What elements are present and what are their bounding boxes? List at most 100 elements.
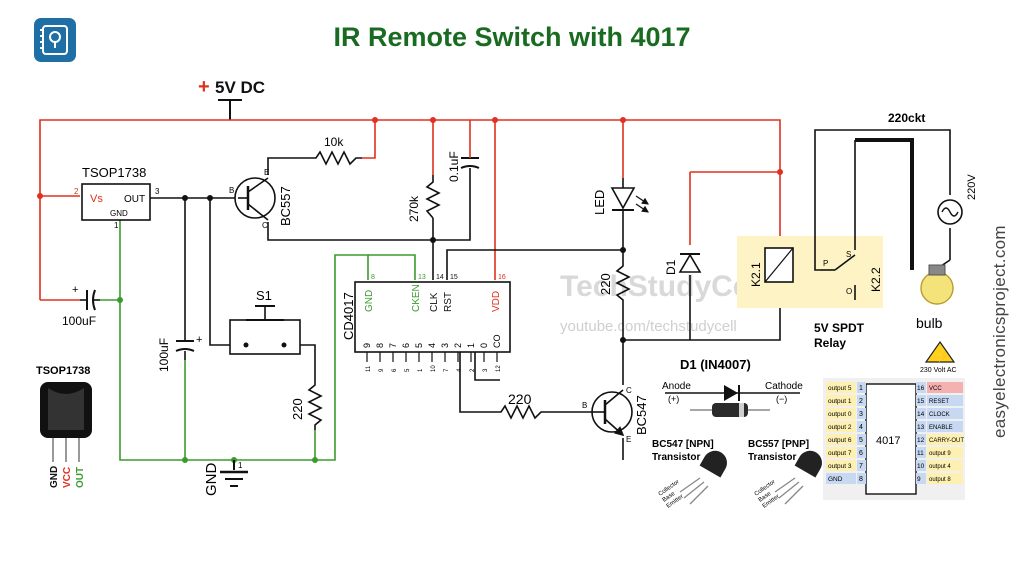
tsop-pin-gnd: GND <box>110 209 128 218</box>
tsop-pin3-num: 3 <box>155 187 160 196</box>
pinout-left-label: GND <box>828 476 843 483</box>
bulb-icon <box>920 271 954 305</box>
bulb-label: bulb <box>916 315 943 331</box>
pinout-right-label: CLOCK <box>929 412 950 418</box>
pinout-right-label-bg <box>927 447 963 458</box>
r270k-label: 270k <box>407 195 421 222</box>
watermark-url: youtube.com/techstudycell <box>560 318 737 335</box>
pinout-left-num-bg <box>857 421 866 432</box>
pinout-right-num: 15 <box>917 398 925 405</box>
relay-coil-label: K2.1 <box>749 262 763 287</box>
svg-text:⚡: ⚡ <box>936 350 948 363</box>
npn-sub: Transistor <box>652 452 700 463</box>
pinout-right-num-bg <box>916 408 926 419</box>
pinout-left-num: 8 <box>859 476 863 483</box>
pinout-right-label-bg <box>927 473 963 484</box>
tsop-pinout-name: TSOP1738 <box>36 365 90 377</box>
relay-o-label: O <box>846 287 852 296</box>
q1-name: BC557 <box>278 186 293 226</box>
tsop-pin-vs: Vs <box>90 193 103 205</box>
led-symbol <box>610 187 636 210</box>
relay-highlight <box>737 236 883 308</box>
ic-top-pin-label: CKEN <box>411 284 422 312</box>
q1-b-label: B <box>229 186 234 195</box>
q2-name: BC547 <box>634 395 649 435</box>
pnp-sub: Transistor <box>748 452 796 463</box>
relay-s-label: S <box>846 250 851 259</box>
ic-top-pin-label: CLK <box>429 292 440 312</box>
pinout-right-label-bg <box>927 460 963 471</box>
warning-text: 230 Volt AC <box>920 367 957 374</box>
tsop-pin1-num: 1 <box>114 221 119 230</box>
q2-b-label: B <box>582 401 587 410</box>
d1-label: D1 <box>664 259 678 275</box>
ic-name: CD4017 <box>341 292 356 340</box>
ic-bottom-pin-num: 7 <box>444 368 450 372</box>
svg-text:+: + <box>196 334 202 346</box>
tsop-pinout-pin: VCC <box>62 467 73 488</box>
pinout-right-num: 13 <box>917 424 925 431</box>
pinout-right-num: 10 <box>917 463 925 470</box>
ic-bottom-output: 3 <box>440 343 450 348</box>
pinout-right-num: 11 <box>917 450 924 457</box>
q1-c-label: C <box>262 221 268 230</box>
vcc-wires <box>39 119 781 301</box>
pinout-right-num: 14 <box>917 411 925 418</box>
pinout-left-num: 3 <box>859 411 863 418</box>
pinout-left-num: 6 <box>859 450 863 457</box>
d1-anode-sign: (+) <box>668 394 679 404</box>
led-label: LED <box>592 190 607 215</box>
pinout-left-label: output 5 <box>828 385 852 392</box>
ac-voltage: 220V <box>966 174 978 200</box>
pinout-left-num-bg <box>857 434 866 445</box>
tsop-body <box>81 183 151 221</box>
pinout-left-label-bg <box>826 421 856 432</box>
gnd-pin-number: 1 <box>238 461 243 470</box>
pinout-left-num: 2 <box>859 398 863 405</box>
ic-top-pin-label: GND <box>364 290 375 312</box>
ic-top-pin-num: 16 <box>498 274 506 281</box>
c1-label: 100uF <box>62 314 96 328</box>
signal-wires <box>150 157 781 460</box>
tsop-pin2-num: 2 <box>74 187 79 196</box>
pinout-right-num-bg <box>916 434 926 445</box>
tsop-name: TSOP1738 <box>82 165 146 180</box>
pinout-right-num-bg <box>916 395 926 406</box>
watermark-brand: TechStudyCell <box>560 270 767 303</box>
ic-bottom-output: 1 <box>466 343 476 348</box>
gnd-label: GND <box>203 463 220 497</box>
d1-symbol <box>678 253 702 273</box>
pinout-right-num-bg <box>916 421 926 432</box>
app-logo-icon <box>34 18 76 62</box>
pinout-left-num-bg <box>857 408 866 419</box>
pinout-left-label-bg <box>826 447 856 458</box>
pinout-left-label: output 3 <box>828 463 852 470</box>
ic-bottom-pin-num: 9 <box>379 368 385 372</box>
r220-base-label: 220 <box>508 391 532 407</box>
pinout-left-label: output 0 <box>828 411 852 418</box>
warning-icon <box>924 340 956 363</box>
ic-bottom-output: 8 <box>375 343 385 348</box>
pinout-left-num: 1 <box>859 385 863 392</box>
ic-top-pin-num: 13 <box>418 274 426 281</box>
ic-bottom-pin-num: 4 <box>457 368 463 372</box>
pinout-4017-name: 4017 <box>876 435 900 447</box>
pinout-left-num-bg <box>857 473 866 484</box>
ic-bottom-output: 5 <box>414 343 424 348</box>
ic-top-pin-num: 15 <box>450 274 458 281</box>
npn-package-icon <box>699 450 727 478</box>
pinout-left-label: output 7 <box>828 450 852 457</box>
tsop-pin-out: OUT <box>124 194 145 205</box>
pinout-right-num-bg <box>916 447 926 458</box>
relay-p-label: P <box>823 259 828 268</box>
pinout-left-label-bg <box>826 408 856 419</box>
pinout-right-label: ENABLE <box>929 425 953 431</box>
pinout-right-label-bg <box>927 395 963 406</box>
pinout-right-num: 12 <box>917 437 925 444</box>
switch-s1-body <box>229 319 301 355</box>
q1-bc557 <box>234 177 276 219</box>
pinout-right-label: RESET <box>929 399 949 405</box>
page-title: IR Remote Switch with 4017 <box>333 22 691 52</box>
q1-e-label: E <box>264 168 269 177</box>
